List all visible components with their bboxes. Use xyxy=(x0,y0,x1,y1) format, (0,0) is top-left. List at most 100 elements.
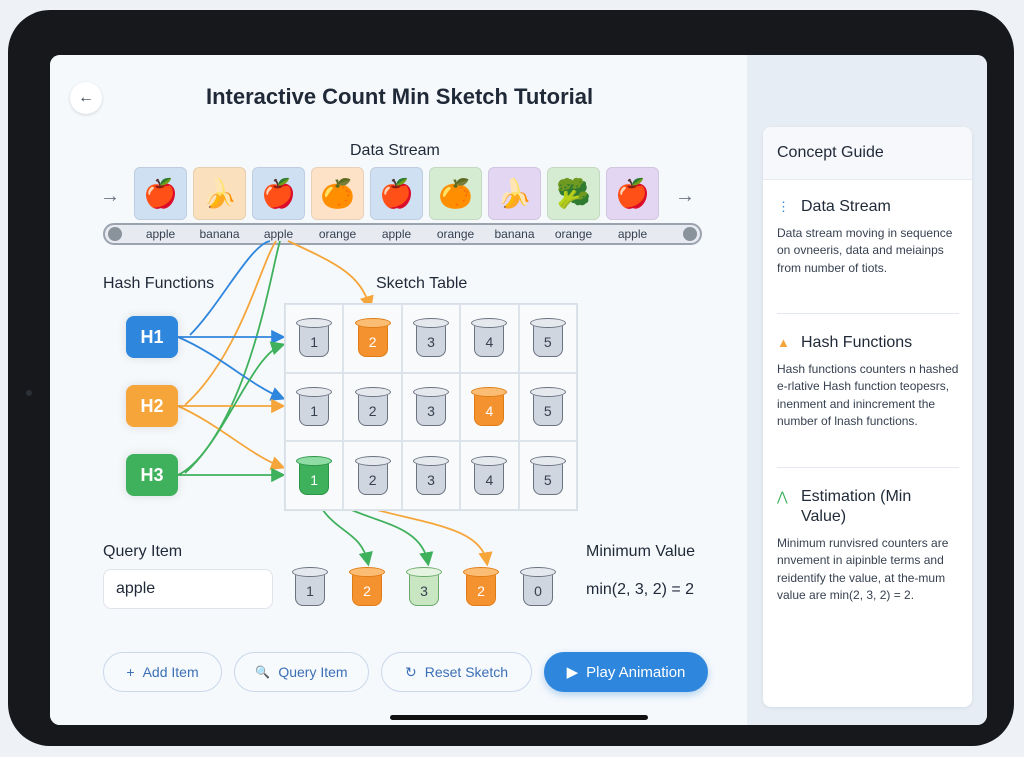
bucket-count: 5 xyxy=(543,402,552,419)
stream-item-apple[interactable]: 🍎 xyxy=(134,167,187,220)
home-indicator[interactable] xyxy=(390,715,648,720)
guide-section-title: Hash Functions xyxy=(801,334,913,351)
bucket-count: 4 xyxy=(485,471,494,488)
stream-item-banana[interactable]: 🍌 xyxy=(488,167,541,220)
stream-item-label: orange xyxy=(436,227,475,241)
reset-sketch-button[interactable]: ↻ Reset Sketch xyxy=(381,652,532,692)
sketch-cell: 5 xyxy=(518,304,577,373)
play-icon: ▶ xyxy=(566,664,579,681)
conveyor-belt xyxy=(103,223,702,245)
bucket-count: 2 xyxy=(368,402,377,419)
counter-bucket[interactable]: 3 xyxy=(412,318,449,358)
minimum-expression: min(2, 3, 2) = 2 xyxy=(586,581,695,598)
hash-label: H3 xyxy=(140,464,164,485)
bucket-count: 3 xyxy=(427,334,435,351)
hash-function-h1[interactable]: H1 xyxy=(126,316,178,358)
bucket-count: 4 xyxy=(485,334,494,351)
stream-item-banana[interactable]: 🍌 xyxy=(193,167,246,220)
query-item-label: Query Item xyxy=(103,543,183,560)
reset-icon: ↻ xyxy=(405,663,417,680)
data-stream-icon: ⋮ xyxy=(777,199,790,214)
counter-bucket[interactable]: 4 xyxy=(471,455,508,496)
bucket-count: 0 xyxy=(534,583,542,599)
sketch-cell: 2 xyxy=(343,372,402,442)
guide-section-hash-functions: ▲Hash Functions Hash functions counters … xyxy=(777,333,959,431)
add-item-button[interactable]: +Add Item xyxy=(103,652,222,692)
tablet-frame: ← Interactive Count Min Sketch Tutorial … xyxy=(8,10,1014,746)
query-bucket[interactable]: 3 xyxy=(406,567,442,607)
stream-item-label: orange xyxy=(554,227,593,241)
sketch-cell: 4 xyxy=(460,372,519,442)
stream-item-apple[interactable]: 🍎 xyxy=(370,167,423,220)
hash-function-h2[interactable]: H2 xyxy=(126,385,178,427)
bucket-count: 5 xyxy=(543,471,552,488)
hash-function-h3[interactable]: H3 xyxy=(126,454,178,496)
query-buckets: 1 2 3 2 0 xyxy=(292,567,556,607)
stream-out-arrow-icon: → xyxy=(675,185,695,207)
counter-bucket[interactable]: 4 xyxy=(471,386,508,427)
counter-bucket[interactable]: 5 xyxy=(529,318,566,358)
sketch-cell: 4 xyxy=(460,441,519,510)
guide-section-title: Estimation (Min Value) xyxy=(801,488,912,525)
counter-bucket[interactable]: 5 xyxy=(529,455,566,496)
query-bucket[interactable]: 1 xyxy=(292,567,328,607)
sketch-cell: 1 xyxy=(285,441,344,510)
sketch-cell: 2 xyxy=(343,441,402,510)
counter-bucket[interactable]: 3 xyxy=(412,386,449,427)
counter-bucket[interactable]: 3 xyxy=(412,455,449,496)
play-animation-button[interactable]: ▶ Play Animation xyxy=(544,652,708,692)
bucket-count: 3 xyxy=(427,471,435,488)
guide-section-title: Data Stream xyxy=(801,198,891,215)
main-area: ← Interactive Count Min Sketch Tutorial … xyxy=(50,55,747,725)
counter-bucket[interactable]: 5 xyxy=(529,386,566,427)
bucket-count: 1 xyxy=(310,402,319,419)
bucket-count: 4 xyxy=(485,402,494,419)
divider xyxy=(777,313,959,314)
counter-bucket[interactable]: 1 xyxy=(296,318,333,358)
counter-bucket[interactable]: 1 xyxy=(296,455,333,496)
sketch-cell: 3 xyxy=(401,372,461,442)
roller-right-icon xyxy=(683,227,697,241)
counter-bucket[interactable]: 2 xyxy=(354,386,391,427)
bucket-count: 2 xyxy=(363,583,371,599)
counter-bucket[interactable]: 2 xyxy=(354,455,391,496)
stream-item-apple[interactable]: 🍎 xyxy=(252,167,305,220)
stream-item-label: banana xyxy=(199,227,240,241)
guide-section-text: Minimum runvisred counters are nnvement … xyxy=(777,536,949,603)
stream-item-orange[interactable]: 🍊 xyxy=(311,167,364,220)
counter-bucket[interactable]: 4 xyxy=(471,318,508,358)
bucket-count: 3 xyxy=(420,583,428,599)
query-item-button[interactable]: 🔍Query Item xyxy=(234,652,369,692)
hash-label: H2 xyxy=(140,395,164,416)
guide-section-text: Hash functions counters n hashed e-rlati… xyxy=(777,362,959,429)
bucket-count: 1 xyxy=(310,334,319,351)
page-title: Interactive Count Min Sketch Tutorial xyxy=(206,84,594,109)
counter-bucket[interactable]: 1 xyxy=(296,386,333,427)
stream-item-apple[interactable]: 🍎 xyxy=(606,167,659,220)
guide-section-data-stream: ⋮Data Stream Data stream moving in seque… xyxy=(777,197,959,277)
sketch-cell: 1 xyxy=(285,304,344,373)
query-bucket[interactable]: 2 xyxy=(349,567,385,607)
screen: ← Interactive Count Min Sketch Tutorial … xyxy=(50,55,987,725)
sketch-cell: 5 xyxy=(518,441,577,510)
reset-sketch-label: Reset Sketch xyxy=(424,664,508,680)
action-bar: +Add Item 🔍Query Item ↻ Reset Sketch ▶ Pla… xyxy=(103,652,708,692)
query-bucket[interactable]: 2 xyxy=(463,567,499,607)
bucket-count: 2 xyxy=(368,334,377,351)
sketch-cell: 3 xyxy=(401,441,461,510)
query-bucket[interactable]: 0 xyxy=(520,567,556,607)
query-input[interactable] xyxy=(103,569,273,609)
play-animation-label: Play Animation xyxy=(586,663,686,681)
stream-item-orange[interactable]: 🥦 xyxy=(547,167,600,220)
hash-label: H1 xyxy=(140,326,164,347)
stream-item-label: apple xyxy=(145,227,176,241)
data-stream: 🍎🍌🍎🍊🍎🍊🍌🥦🍎 xyxy=(134,167,659,220)
stream-item-orange[interactable]: 🍊 xyxy=(429,167,482,220)
back-button[interactable]: ← xyxy=(70,82,102,114)
plus-icon: + xyxy=(126,664,135,680)
counter-bucket[interactable]: 2 xyxy=(354,318,391,358)
sketch-table-label: Sketch Table xyxy=(376,275,468,292)
bucket-count: 2 xyxy=(477,583,485,599)
sketch-cell: 3 xyxy=(401,304,461,373)
